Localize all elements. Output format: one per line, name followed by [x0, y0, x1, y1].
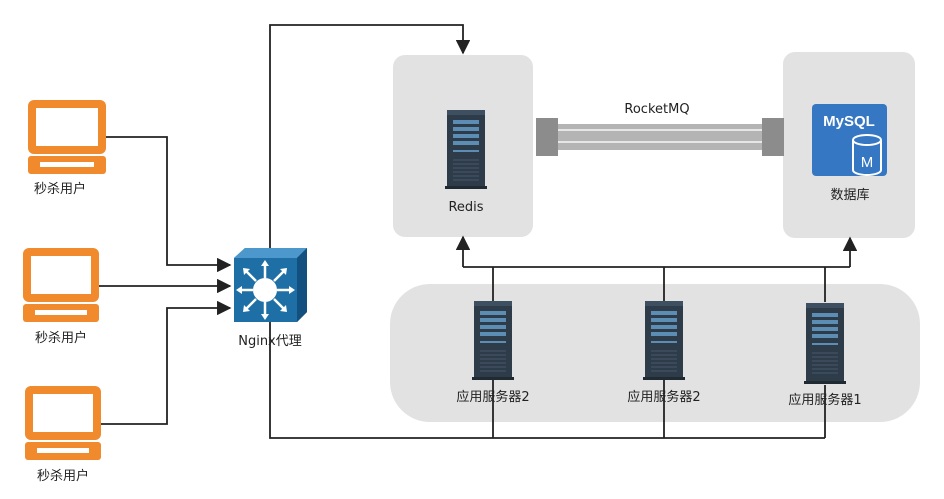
database-label: 数据库	[830, 187, 869, 203]
edge-user3-nginx	[101, 300, 232, 425]
rocketmq-label: RocketMQ	[624, 102, 689, 117]
user1-laptop-icon	[28, 100, 106, 174]
app-server-1-icon	[472, 301, 514, 380]
nginx-label: Nginx代理	[238, 334, 302, 349]
user3-laptop-icon	[25, 386, 101, 460]
rocketmq-pipe	[536, 118, 784, 156]
redis-server-icon	[445, 110, 487, 189]
nginx-switch-icon	[234, 248, 307, 322]
edge-nginx-bottom-bus	[269, 322, 825, 439]
mysql-database-icon: MySQL M	[812, 104, 887, 176]
mysql-badge-letter: M	[861, 154, 874, 171]
app-server-2-icon	[643, 301, 685, 380]
user1-label: 秒杀用户	[34, 181, 86, 197]
app-server-2-label: 应用服务器2	[627, 389, 700, 405]
user2-label: 秒杀用户	[35, 330, 87, 346]
redis-label: Redis	[448, 200, 483, 215]
user3-label: 秒杀用户	[37, 468, 89, 484]
user2-laptop-icon	[23, 248, 99, 322]
mysql-logo-text: MySQL	[823, 113, 875, 130]
edge-user1-nginx	[106, 136, 232, 273]
app-server-3-icon	[804, 303, 846, 384]
app-server-1-label: 应用服务器2	[456, 389, 529, 405]
connections	[99, 24, 858, 439]
edge-nginx-redis	[269, 24, 471, 250]
app-server-3-label: 应用服务器1	[788, 392, 861, 408]
